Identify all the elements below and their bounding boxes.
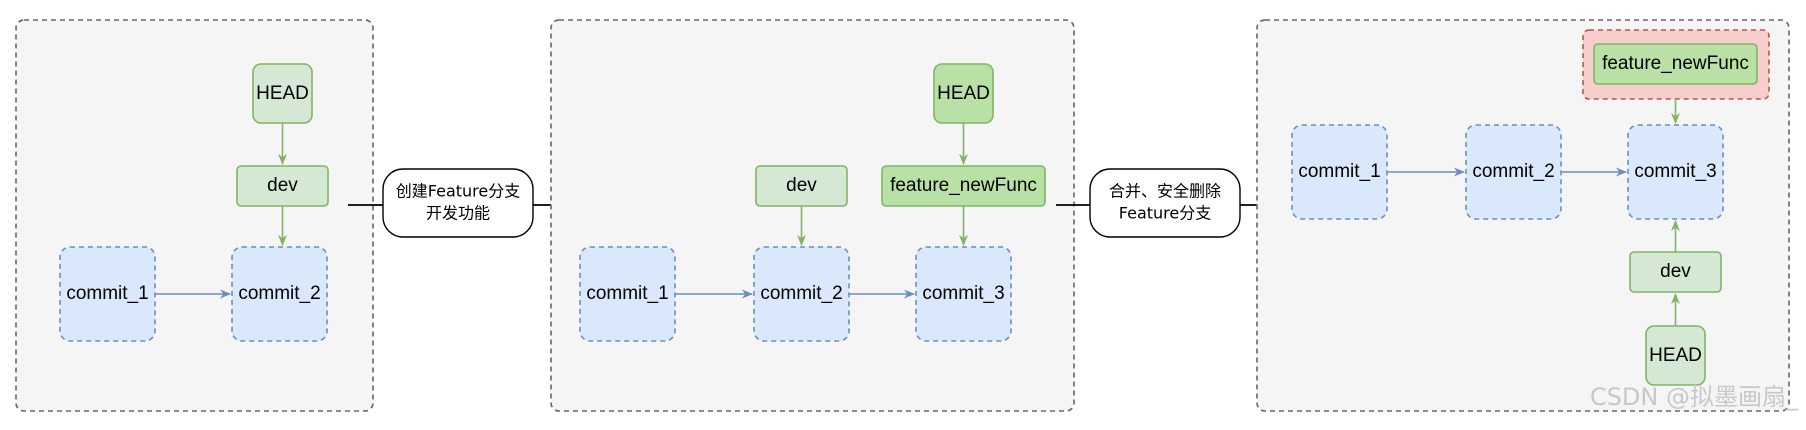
head-label: HEAD xyxy=(1649,345,1702,366)
commit-2-node: commit_2 xyxy=(753,246,850,342)
dev-label: dev xyxy=(1660,261,1691,282)
transition-1-line-1: 创建Feature分支 xyxy=(396,182,520,201)
stage-1-panel: HEAD dev commit_1 commit_2 xyxy=(15,19,374,412)
commit-1-label: commit_1 xyxy=(1298,161,1380,182)
head-label: HEAD xyxy=(937,83,990,104)
commit-2-node: commit_2 xyxy=(1465,124,1562,220)
commit-2-label: commit_2 xyxy=(1472,161,1554,182)
commit-2-node: commit_2 xyxy=(231,246,328,342)
commit-3-node: commit_3 xyxy=(1627,124,1724,220)
transition-2-bubble xyxy=(1089,168,1241,238)
dev-label: dev xyxy=(786,175,817,196)
commit-1-label: commit_1 xyxy=(586,283,668,304)
transition-2: 合并、安全删除 Feature分支 xyxy=(1056,168,1280,238)
feature-label: feature_newFunc xyxy=(890,175,1037,196)
feature-label: feature_newFunc xyxy=(1602,53,1749,74)
deleted-feature-branch: feature_newFunc xyxy=(1582,29,1770,100)
dev-branch-node: dev xyxy=(236,165,329,207)
dev-branch-node: dev xyxy=(755,165,848,207)
stage-2-panel: HEAD dev feature_newFunc commit_1 commit… xyxy=(550,19,1075,412)
commit-1-label: commit_1 xyxy=(66,283,148,304)
transition-1: 创建Feature分支 开发功能 xyxy=(348,168,573,238)
head-node: HEAD xyxy=(1645,325,1706,386)
watermark: CSDN @拟墨画扇_ xyxy=(1590,383,1799,411)
commit-2-label: commit_2 xyxy=(760,283,842,304)
commit-1-node: commit_1 xyxy=(1291,124,1388,220)
head-node: HEAD xyxy=(933,63,994,124)
transition-2-line-1: 合并、安全删除 xyxy=(1109,182,1221,201)
transition-1-line-2: 开发功能 xyxy=(426,204,490,223)
transition-2-line-2: Feature分支 xyxy=(1119,204,1211,223)
dev-branch-node: dev xyxy=(1629,251,1722,293)
commit-1-node: commit_1 xyxy=(579,246,676,342)
dev-label: dev xyxy=(267,175,298,196)
feature-branch-node: feature_newFunc xyxy=(881,165,1046,207)
head-node: HEAD xyxy=(252,63,313,124)
commit-3-node: commit_3 xyxy=(915,246,1012,342)
stage-3-panel: feature_newFunc commit_1 commit_2 commit… xyxy=(1256,19,1790,412)
transition-1-bubble xyxy=(382,168,534,238)
commit-1-node: commit_1 xyxy=(59,246,156,342)
commit-3-label: commit_3 xyxy=(1634,161,1716,182)
head-label: HEAD xyxy=(256,83,309,104)
commit-3-label: commit_3 xyxy=(922,283,1004,304)
commit-2-label: commit_2 xyxy=(238,283,320,304)
